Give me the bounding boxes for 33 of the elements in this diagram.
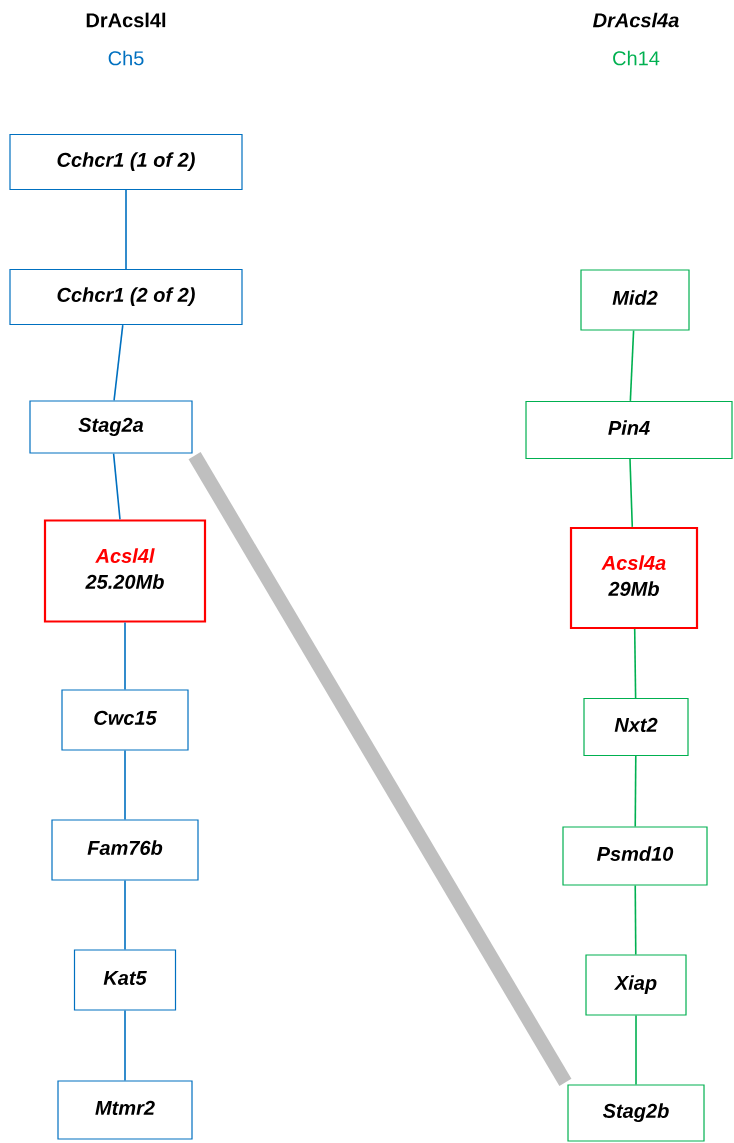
connector-line bbox=[124, 1009, 126, 1082]
column-heading: DrAcsl4a bbox=[593, 12, 679, 28]
connector-line bbox=[634, 884, 637, 956]
connector-line bbox=[124, 749, 126, 821]
gene-box: Stag2b bbox=[567, 1084, 705, 1142]
connector-line bbox=[112, 452, 121, 521]
gene-box: Acsl4a 29Mb bbox=[569, 526, 699, 630]
connector-line bbox=[124, 879, 126, 951]
gene-box: Cchcr1 (2 of 2) bbox=[9, 268, 243, 326]
chromosome-label: Ch14 bbox=[613, 50, 660, 66]
gene-box: Stag2a bbox=[29, 400, 193, 454]
gene-box: Acsl4l 25.20Mb bbox=[43, 519, 207, 623]
gene-box: Pin4 bbox=[525, 400, 733, 460]
gene-box: Psmd10 bbox=[562, 826, 708, 886]
connector-line bbox=[629, 329, 635, 402]
gene-box: Cwc15 bbox=[61, 689, 189, 751]
gene-box: Nxt2 bbox=[583, 697, 689, 757]
chromosome-label: Ch5 bbox=[108, 50, 144, 66]
gene-box: Kat5 bbox=[73, 949, 177, 1011]
gene-box: Xiap bbox=[585, 954, 687, 1016]
column-heading: DrAcsl4l bbox=[86, 12, 166, 28]
connector-line bbox=[633, 628, 637, 699]
gene-box: Fam76b bbox=[51, 819, 199, 881]
connector-line bbox=[629, 458, 634, 528]
gene-box: Mtmr2 bbox=[57, 1080, 193, 1140]
connector-line bbox=[113, 324, 124, 402]
gene-box: Cchcr1 (1 of 2) bbox=[9, 133, 243, 191]
connector-line bbox=[635, 1014, 637, 1086]
connector-line bbox=[634, 755, 637, 828]
connector-line bbox=[124, 621, 126, 691]
synteny-band bbox=[188, 452, 572, 1086]
gene-box: Mid2 bbox=[580, 269, 690, 331]
connector-line bbox=[125, 189, 127, 270]
